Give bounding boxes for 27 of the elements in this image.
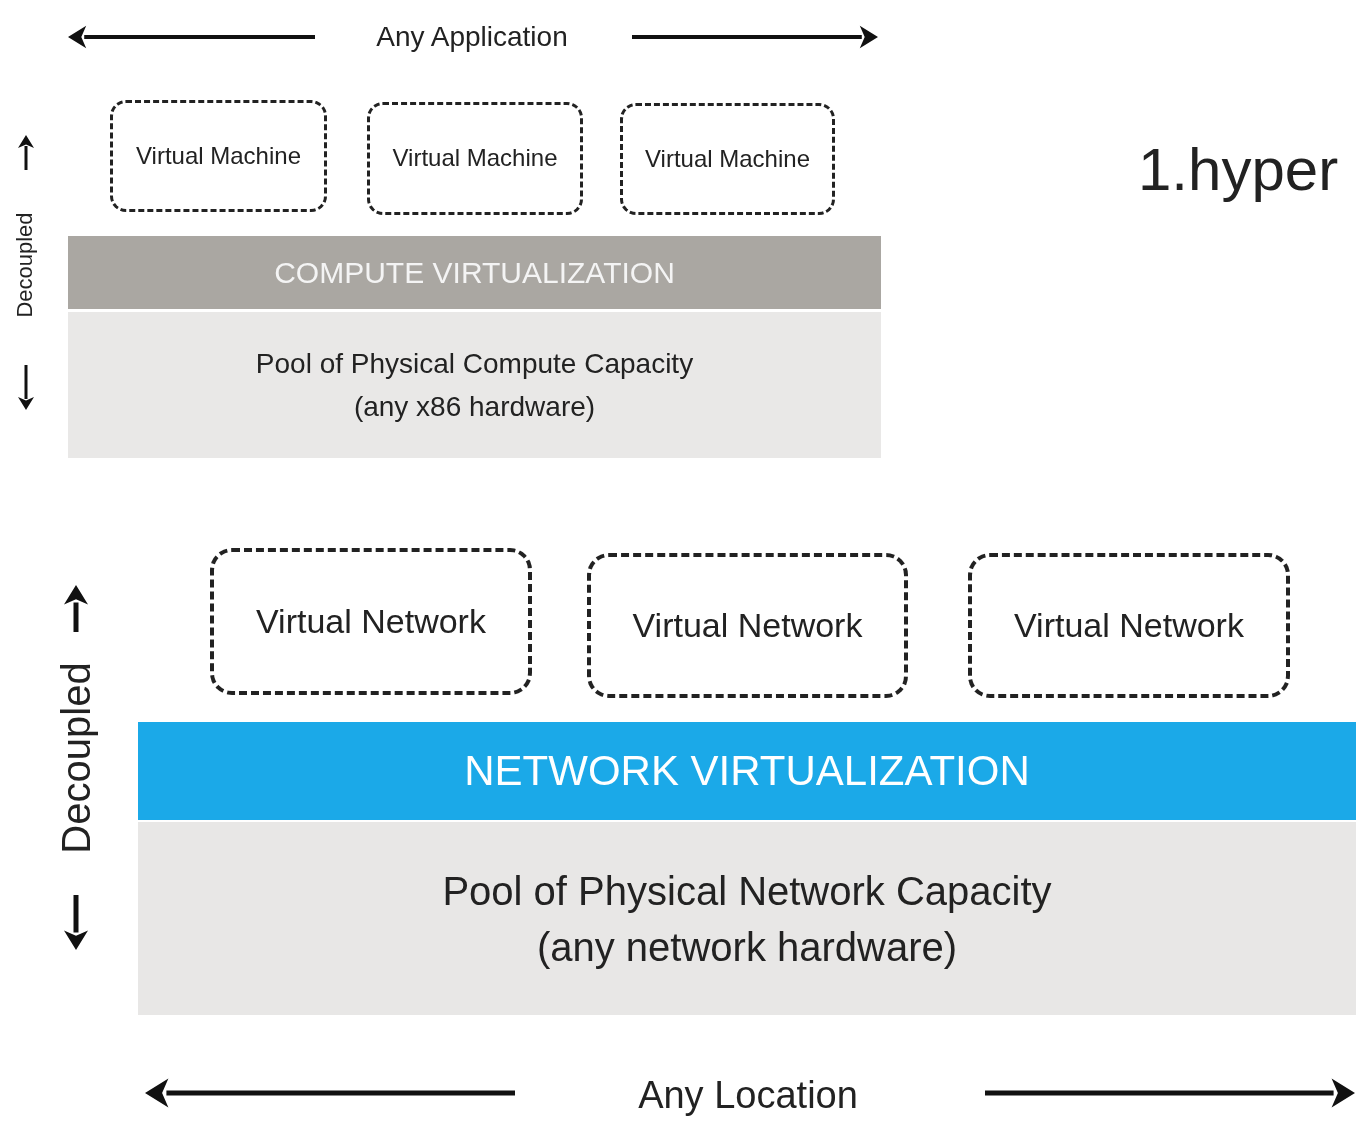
node-text: (any x86 hardware) xyxy=(353,390,596,424)
compute-virtualization-band xyxy=(68,236,881,309)
node-text: COMPUTE VIRTUALIZATION xyxy=(274,255,675,290)
node-text: Pool of Physical Compute Capacity xyxy=(255,346,694,381)
compute-pool-panel xyxy=(68,312,881,458)
node-text: Virtual Network xyxy=(1014,604,1244,646)
node-text: Virtual Network xyxy=(256,600,486,642)
virtual-network-box xyxy=(968,553,1290,698)
node-text: Virtual Machine xyxy=(136,140,301,171)
node-text: (any network hardware) xyxy=(536,923,958,971)
virtual-network-box xyxy=(210,548,532,695)
list-item: 1.hyper xyxy=(1138,140,1339,200)
virtual-machine-box xyxy=(620,103,835,215)
axis-label: Decoupled xyxy=(14,212,36,318)
network-pool-panel xyxy=(138,822,1356,1015)
virtual-machine-box xyxy=(367,102,583,215)
axis-label: Decoupled xyxy=(56,662,96,854)
network-virtualization-band xyxy=(138,722,1356,820)
virtual-machine-box xyxy=(110,100,327,212)
node-text: Virtual Machine xyxy=(645,143,810,174)
node-text: Pool of Physical Network Capacity xyxy=(442,867,1052,915)
axis-label: Any Application xyxy=(376,23,568,51)
node-text: NETWORK VIRTUALIZATION xyxy=(464,747,1030,795)
axis-label: Any Location xyxy=(638,1076,858,1114)
virtual-network-box xyxy=(587,553,908,698)
node-text: Virtual Machine xyxy=(392,143,558,174)
node-text: Virtual Network xyxy=(632,604,863,646)
